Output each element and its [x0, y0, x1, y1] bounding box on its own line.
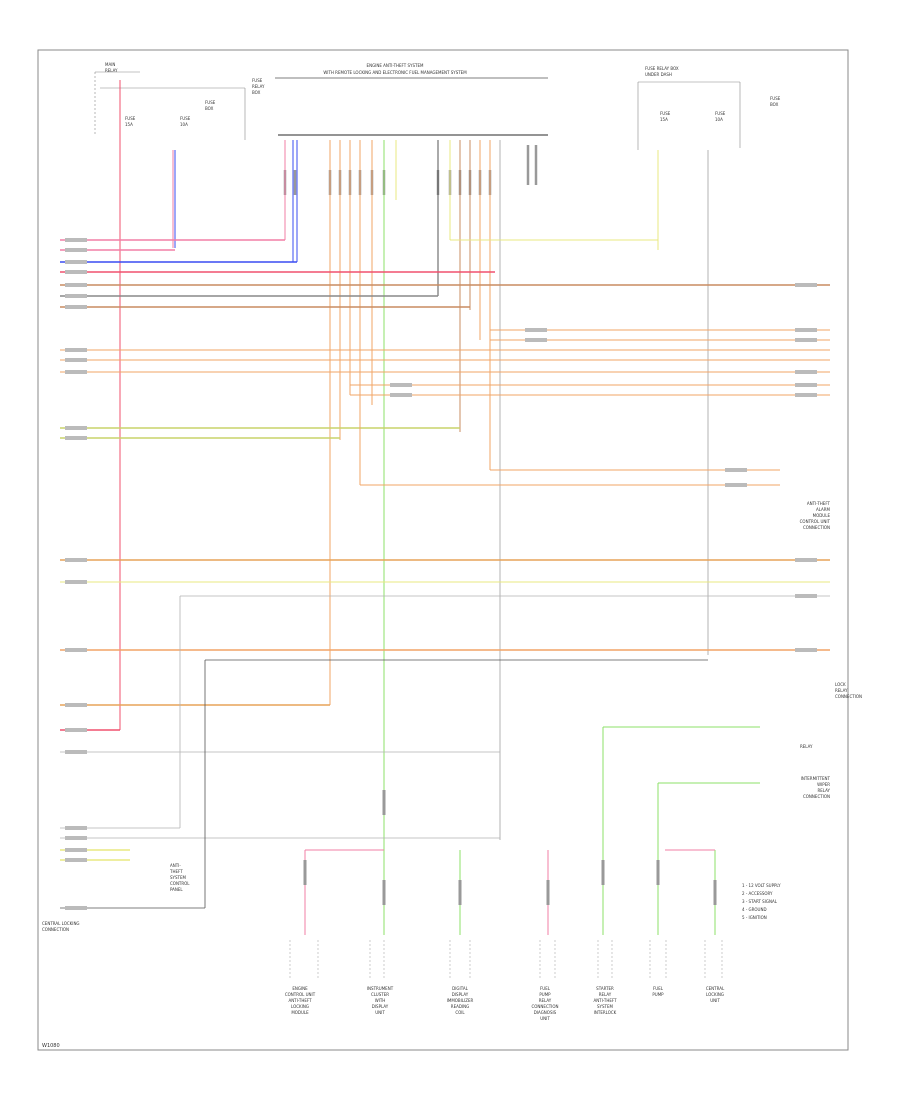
bottom-component-label: UNIT: [375, 1010, 385, 1015]
pink-wires: [304, 849, 715, 935]
footer-code: W1080: [42, 1043, 60, 1049]
legend-item: 3 - START SIGNAL: [742, 899, 778, 904]
wire-tags-left: [65, 238, 87, 910]
svg-text:FUSE: FUSE: [770, 96, 781, 101]
legend-item: 2 - ACCESSORY: [742, 891, 773, 896]
bottom-component-label: WITH: [375, 998, 386, 1003]
bottom-component-label: IMMOBILIZER: [447, 998, 474, 1003]
svg-text:RELAY: RELAY: [105, 68, 118, 73]
wire-tags-right: [390, 283, 817, 652]
svg-text:BOX: BOX: [205, 106, 214, 111]
svg-text:WIPER: WIPER: [817, 782, 830, 787]
legend: 1 - 12 VOLT SUPPLY 2 - ACCESSORY 3 - START…: [742, 883, 781, 920]
bottom-component-label: CLUSTER: [371, 992, 389, 997]
svg-text:FUSE: FUSE: [205, 100, 216, 105]
right-fuse-box: FUSE RELAY BOX UNDER DASH FUSE 15A FUSE …: [637, 66, 781, 150]
svg-text:LOCK: LOCK: [835, 682, 846, 687]
svg-text:15A: 15A: [660, 117, 668, 122]
legend-item: 1 - 12 VOLT SUPPLY: [742, 883, 781, 888]
right-labels: ANTI-THEFT ALARM MODULE CONTROL UNIT CON…: [800, 501, 862, 799]
svg-text:10A: 10A: [180, 122, 188, 127]
bottom-component-label: DIGITAL: [452, 986, 468, 991]
bottom-component-label: CONTROL UNIT: [285, 992, 316, 997]
svg-text:SYSTEM: SYSTEM: [170, 875, 186, 880]
legend-item: 5 - IGNITION: [742, 915, 767, 920]
svg-text:RELAY: RELAY: [818, 788, 831, 793]
bottom-component-label: RELAY: [539, 998, 552, 1003]
bottom-component-label: UNIT: [710, 998, 720, 1003]
legend-item: 4 - GROUND: [742, 907, 767, 912]
bottom-component-label: RELAY: [599, 992, 612, 997]
bottom-component-label: READING: [451, 1004, 469, 1009]
svg-text:INTERMITTENT: INTERMITTENT: [801, 776, 831, 781]
svg-text:FUSE: FUSE: [125, 116, 136, 121]
bottom-component-label: ENGINE: [292, 986, 308, 991]
horizontal-wires: [60, 239, 830, 909]
vertical-wires: [119, 80, 709, 850]
bottom-component-label: DIAGNOSIS: [534, 1010, 557, 1015]
bottom-pin-stubs: [303, 790, 717, 905]
svg-text:15A: 15A: [125, 122, 133, 127]
bottom-component-label: MODULE: [291, 1010, 309, 1015]
svg-text:FUSE: FUSE: [715, 111, 726, 116]
svg-text:CONTROL UNIT: CONTROL UNIT: [800, 519, 831, 524]
bottom-component-label: FUEL: [653, 986, 664, 991]
svg-text:RELAY: RELAY: [835, 688, 848, 693]
svg-text:UNDER DASH: UNDER DASH: [645, 72, 672, 77]
svg-text:FUSE: FUSE: [180, 116, 191, 121]
svg-text:THEFT: THEFT: [169, 869, 183, 874]
svg-text:BOX: BOX: [770, 102, 779, 107]
bottom-component-label: CONNECTION: [531, 1004, 558, 1009]
svg-text:FUSE: FUSE: [252, 78, 263, 83]
svg-text:FUSE RELAY BOX: FUSE RELAY BOX: [645, 66, 679, 71]
bottom-component-label: PUMP: [652, 992, 664, 997]
bottom-component-label: ANTI-THEFT: [593, 998, 617, 1003]
bottom-component-label: LOCKING: [291, 1004, 309, 1009]
svg-text:BOX: BOX: [252, 90, 261, 95]
svg-text:CONTROL: CONTROL: [170, 881, 190, 886]
diagram-subtitle: WITH REMOTE LOCKING AND ELECTRONIC FUEL …: [323, 70, 467, 75]
bottom-component-label: LOCKING: [706, 992, 724, 997]
connector-pins: [283, 145, 538, 195]
bottom-component-label: CENTRAL: [706, 986, 725, 991]
bottom-component-label: DISPLAY: [372, 1004, 389, 1009]
svg-text:CONNECTION: CONNECTION: [803, 794, 830, 799]
bottom-component-label: STARTER: [596, 986, 614, 991]
bottom-component-label: SYSTEM: [597, 1004, 613, 1009]
control-panel-label: ANTI-: [170, 863, 181, 868]
left-connector-label-2: CONNECTION: [42, 927, 69, 932]
svg-text:CONNECTION: CONNECTION: [803, 525, 830, 530]
diagram-title: ENGINE ANTI-THEFT SYSTEM: [367, 63, 424, 68]
svg-text:10A: 10A: [715, 117, 723, 122]
svg-text:RELAY: RELAY: [800, 744, 813, 749]
svg-text:ALARM: ALARM: [816, 507, 831, 512]
svg-text:FUSE: FUSE: [660, 111, 671, 116]
svg-text:RELAY: RELAY: [252, 84, 265, 89]
svg-text:MODULE: MODULE: [813, 513, 831, 518]
svg-text:MAIN: MAIN: [105, 62, 115, 67]
bottom-component-label: INTERLOCK: [594, 1010, 617, 1015]
bottom-component-label: PUMP: [539, 992, 551, 997]
component-leads: [289, 940, 723, 980]
green-wires: [383, 726, 760, 935]
bottom-component-label: COIL: [455, 1010, 465, 1015]
svg-text:PANEL: PANEL: [170, 887, 183, 892]
bottom-component-label: ANTI-THEFT: [288, 998, 312, 1003]
left-connector-label: CENTRAL LOCKING: [42, 921, 80, 926]
bottom-component-label: UNIT: [540, 1016, 550, 1021]
bottom-component-label: DISPLAY: [452, 992, 469, 997]
bottom-component-label: INSTRUMENT: [367, 986, 394, 991]
left-fuse-box: MAIN RELAY FUSE RELAY BOX FUSE 15A FUSE …: [94, 62, 265, 140]
bottom-component-label: FUEL: [540, 986, 551, 991]
svg-text:CONNECTION: CONNECTION: [835, 694, 862, 699]
diagram-border: [37, 49, 849, 1051]
svg-text:ANTI-THEFT: ANTI-THEFT: [807, 501, 831, 506]
